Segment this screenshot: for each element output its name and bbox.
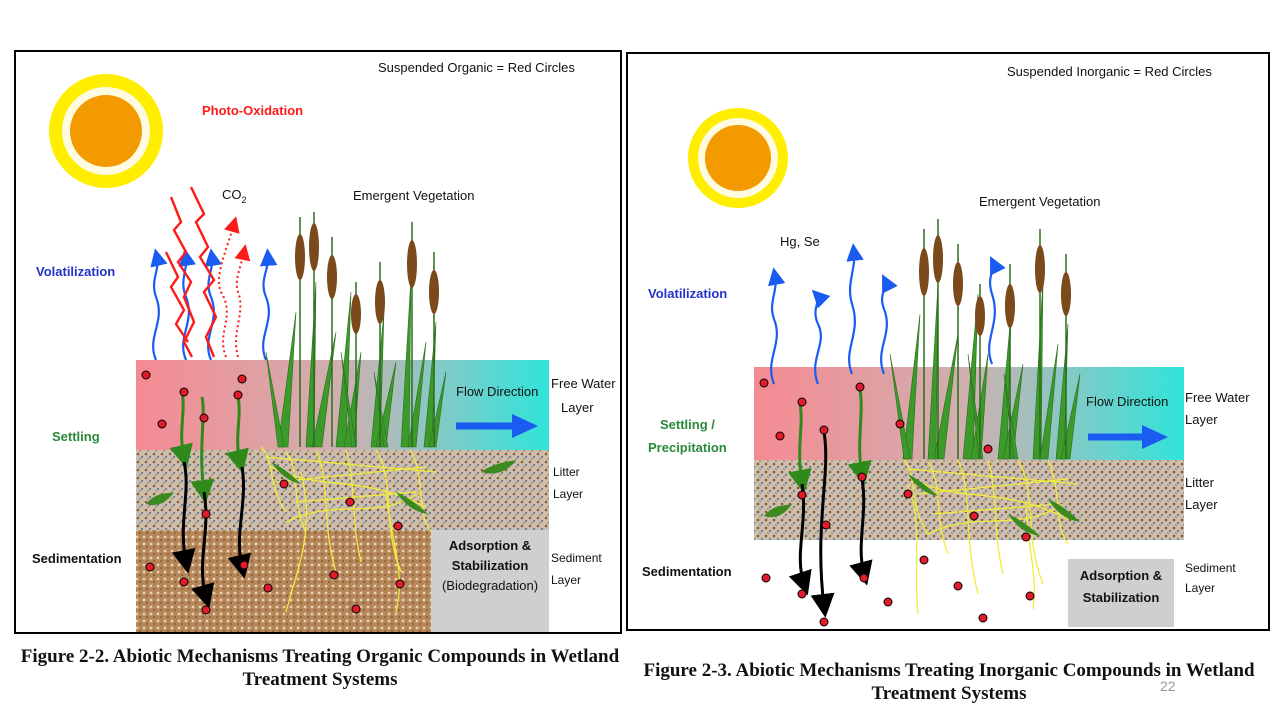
adsorption-label-1: Adsorption & — [1080, 568, 1162, 583]
sedimentation-arrows — [171, 461, 252, 609]
leaf-debris — [146, 460, 516, 514]
adsorption-box — [1068, 559, 1174, 627]
roots — [260, 446, 437, 613]
litter-label-1: Litter — [553, 465, 580, 479]
volatilization-arrows — [767, 243, 1006, 385]
co2-label: CO2 — [222, 187, 247, 205]
settling-arrows — [788, 388, 872, 494]
sediment-label-1: Sediment — [1185, 561, 1236, 575]
adsorption-label-1: Adsorption & — [449, 538, 531, 553]
settling-label: Settling — [52, 429, 100, 444]
leaf-debris — [764, 474, 1080, 536]
co2-dotted-arrows — [217, 216, 251, 358]
figure-inorganic-diagram: Suspended Inorganic = Red Circles Hg, Se… — [642, 64, 1250, 627]
legend-text: Suspended Inorganic = Red Circles — [1007, 64, 1212, 79]
sediment-label-2: Layer — [551, 573, 581, 587]
emergent-vegetation-label: Emergent Vegetation — [979, 194, 1100, 209]
emergent-vegetation — [889, 219, 1081, 460]
settling-arrows — [169, 391, 249, 504]
flow-direction-label: Flow Direction — [456, 384, 538, 399]
emergent-vegetation-label: Emergent Vegetation — [353, 188, 474, 203]
sediment-label-2: Layer — [1185, 581, 1215, 595]
figure-organic-diagram: Suspended Organic = Red Circles Photo-Ox… — [32, 60, 616, 632]
emergent-vegetation — [265, 212, 447, 448]
photo-oxidation-label: Photo-Oxidation — [202, 103, 303, 118]
volatilization-label: Volatilization — [648, 286, 727, 301]
free-water-label-1: Free Water — [1185, 390, 1250, 405]
litter-layer — [136, 450, 549, 530]
page-number: 22 — [1160, 678, 1176, 694]
free-water-label-1: Free Water — [551, 376, 616, 391]
figure-inorganic: Suspended Inorganic = Red Circles Hg, Se… — [626, 52, 1270, 631]
flow-arrow — [1088, 425, 1168, 449]
suspended-particles — [141, 370, 405, 615]
sedimentation-label: Sedimentation — [32, 551, 122, 566]
hg-se-label: Hg, Se — [780, 234, 820, 249]
suspended-particles — [759, 378, 1035, 627]
figure-organic: Suspended Organic = Red Circles Photo-Ox… — [14, 50, 622, 634]
litter-label-1: Litter — [1185, 475, 1215, 490]
adsorption-label-2: Stabilization — [1083, 590, 1160, 605]
adsorption-label-3: (Biodegradation) — [442, 578, 538, 593]
settling-label-1: Settling / — [660, 417, 715, 432]
settling-label-2: Precipitation — [648, 440, 727, 455]
sun-icon — [49, 74, 163, 188]
litter-label-2: Layer — [553, 487, 583, 501]
adsorption-box — [431, 530, 549, 632]
figure-2-3-caption: Figure 2-3. Abiotic Mechanisms Treating … — [643, 660, 1255, 704]
adsorption-label-2: Stabilization — [452, 558, 529, 573]
flow-direction-label: Flow Direction — [1086, 394, 1168, 409]
figure-2-2-caption: Figure 2-2. Abiotic Mechanisms Treating … — [20, 646, 620, 690]
legend-text: Suspended Organic = Red Circles — [378, 60, 575, 75]
sedimentation-label: Sedimentation — [642, 564, 732, 579]
photo-oxidation-rays — [164, 186, 218, 358]
free-water-label-2: Layer — [1185, 412, 1218, 427]
flow-arrow — [456, 414, 538, 438]
volatilization-label: Volatilization — [36, 264, 115, 279]
sediment-label-1: Sediment — [551, 551, 602, 565]
free-water-label-2: Layer — [561, 400, 594, 415]
sun-icon — [688, 108, 788, 208]
litter-label-2: Layer — [1185, 497, 1218, 512]
